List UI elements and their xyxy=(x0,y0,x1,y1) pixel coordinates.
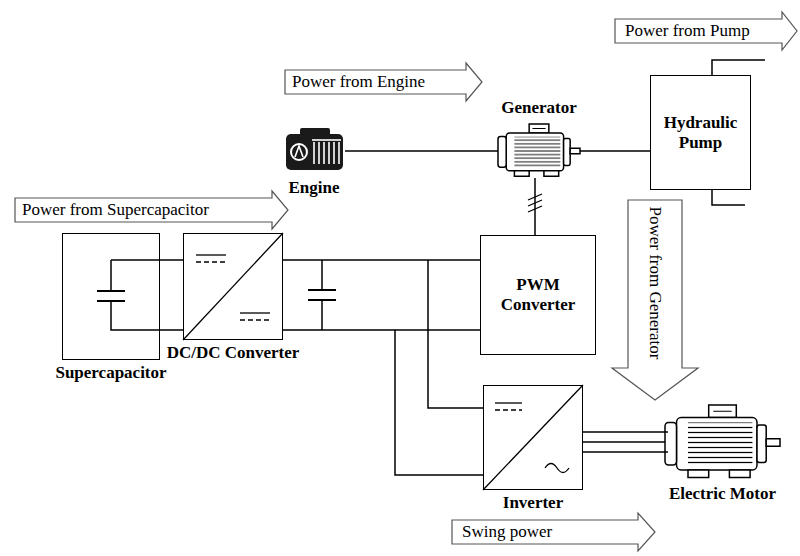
flow-label: Power from Supercapacitor xyxy=(22,199,209,221)
node-label: Generator xyxy=(501,98,577,118)
wire-connector xyxy=(580,150,650,152)
flow-label: Power from Engine xyxy=(292,71,425,93)
motor-node: Electric Motor xyxy=(665,405,780,480)
node-label: DC/DC Converter xyxy=(167,343,300,363)
inverter-symbol xyxy=(483,385,583,490)
engine-icon xyxy=(286,128,343,170)
wire-connector xyxy=(283,330,483,475)
node-label: Electric Motor xyxy=(669,484,776,504)
flow-label: Swing power xyxy=(462,521,552,543)
power-arrow xyxy=(15,191,288,229)
node-label: Supercapacitor xyxy=(55,363,166,383)
pipe-stub xyxy=(712,60,765,75)
phase-wire xyxy=(583,432,668,452)
engine-node: Engine xyxy=(283,128,345,174)
inverter-box: Inverter xyxy=(483,385,583,490)
node-label: Inverter xyxy=(503,493,563,513)
node-label: PWM Converter xyxy=(481,275,595,315)
wire-connector xyxy=(345,150,498,152)
wire-connector xyxy=(283,259,480,261)
capacitor-symbol xyxy=(97,260,183,330)
wire-connector xyxy=(534,178,536,235)
power-arrow xyxy=(452,513,655,551)
supercapacitor-box: Supercapacitor xyxy=(62,233,160,360)
flow-label: Power from Generator xyxy=(644,207,666,360)
flow-label: Power from Pump xyxy=(625,20,750,42)
generator-node: Generator xyxy=(498,124,580,178)
motor-icon xyxy=(665,405,780,478)
power-arrow xyxy=(285,63,482,101)
node-label: Hydraulic Pump xyxy=(651,113,750,153)
pipe-stub xyxy=(712,190,745,205)
generator-icon xyxy=(498,124,580,176)
pwm-converter-box: PWM Converter xyxy=(480,235,596,355)
converter-symbol xyxy=(183,233,283,340)
wire-connector xyxy=(583,441,665,443)
power-arrow xyxy=(612,200,698,400)
dcdc-converter-box: DC/DC Converter xyxy=(183,233,283,340)
pump-box: Hydraulic Pump xyxy=(650,75,751,190)
wire-connector xyxy=(160,259,183,261)
power-arrow xyxy=(615,12,797,50)
node-label: Engine xyxy=(288,178,339,198)
